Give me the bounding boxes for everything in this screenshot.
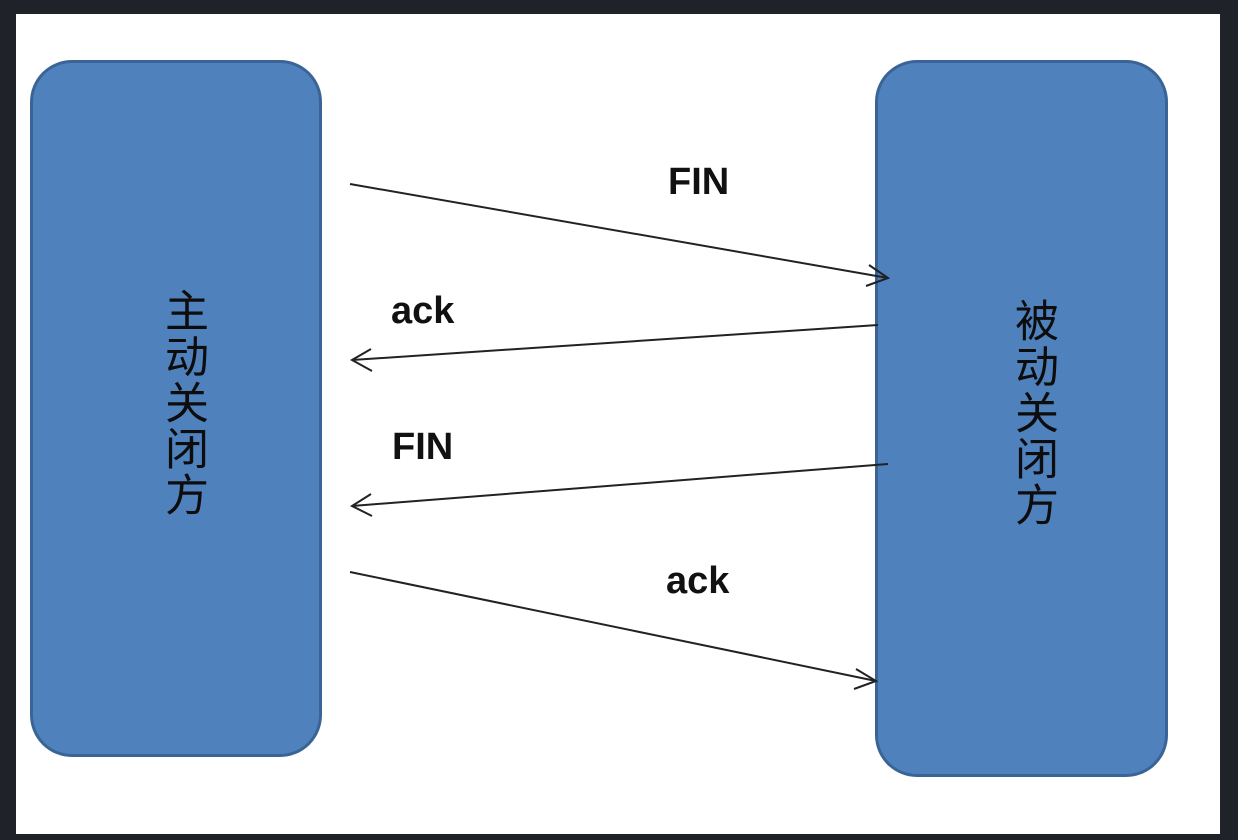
message-fin-2: FIN [349,426,889,517]
arrowhead-ack-2 [853,668,879,690]
message-label-fin-1: FIN [668,161,729,203]
message-label-fin-2: FIN [392,426,453,468]
passive-close-party-label: 被动关闭方 [1007,298,1058,528]
message-ack-2: ack [349,560,879,690]
arrowhead-fin-1 [865,264,891,287]
arrow-ack-2 [349,571,877,682]
arrowhead-ack-1 [349,348,373,372]
arrowhead-fin-2 [349,493,373,517]
message-fin-1: FIN [349,161,891,287]
arrow-ack-1 [351,324,879,361]
passive-close-party-box [875,60,1168,777]
arrow-fin-1 [349,183,889,279]
message-label-ack-2: ack [666,560,730,602]
arrow-fin-2 [351,463,889,507]
active-close-party-label: 主动关闭方 [157,288,208,518]
active-close-party-box [30,60,322,757]
message-label-ack-1: ack [391,290,455,332]
message-ack-1: ack [349,290,879,372]
